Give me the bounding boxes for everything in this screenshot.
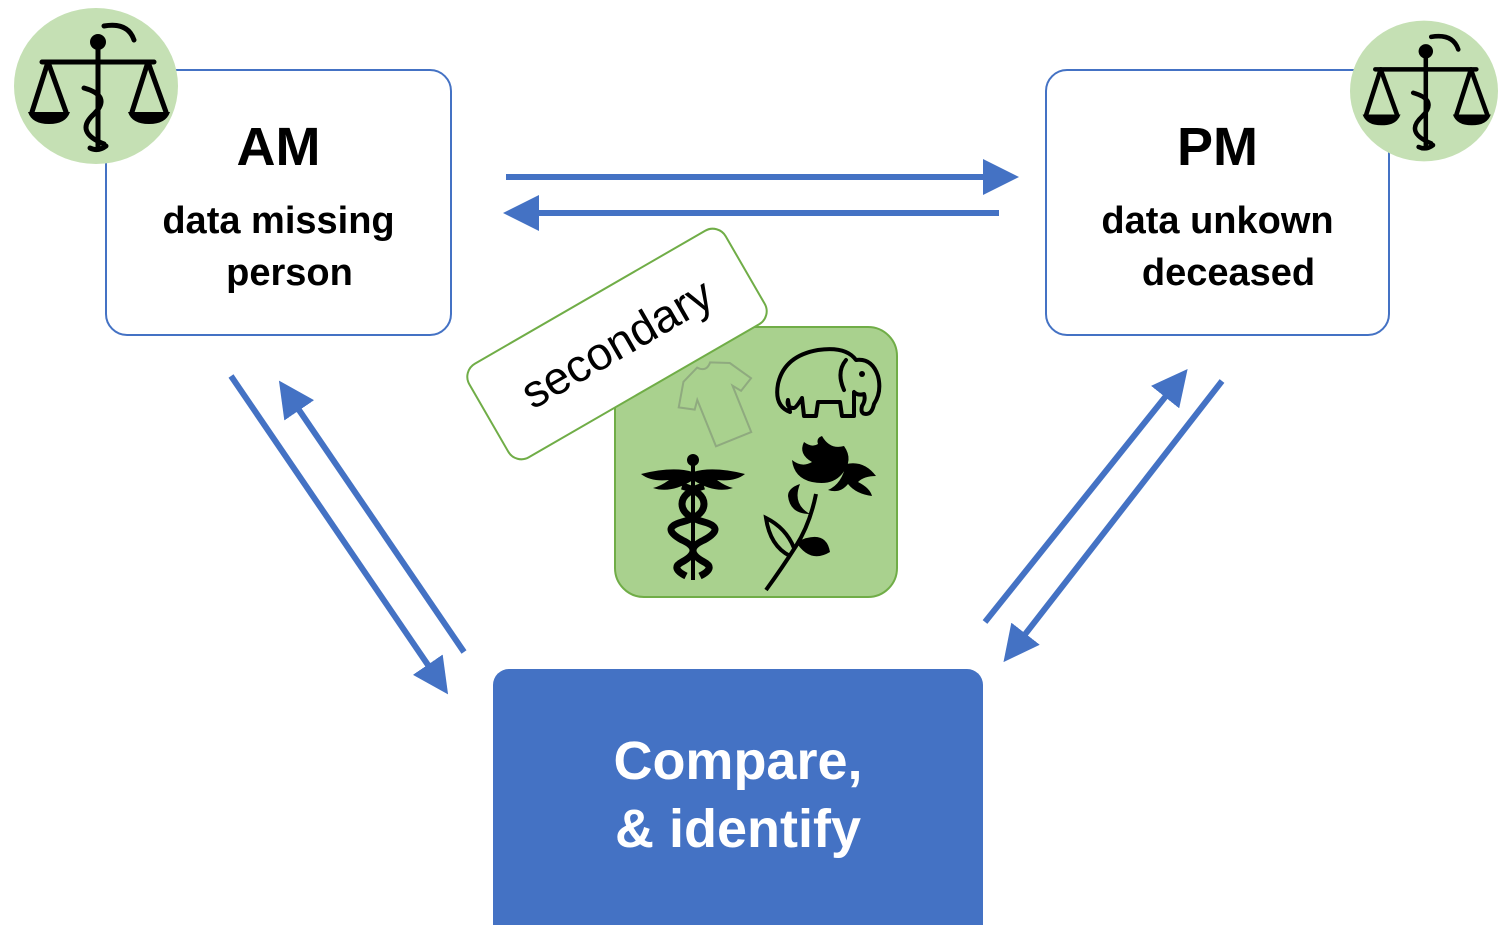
arrow-compare-to-am (278, 380, 467, 654)
arrow-pm-to-compare (1003, 379, 1225, 663)
elephant-icon (775, 347, 882, 418)
pm-subtitle-line2: deceased (1141, 252, 1316, 294)
tshirt-icon (677, 361, 753, 448)
am-subtitle-line1: data missing (162, 200, 395, 242)
caduceus-icon (641, 454, 745, 580)
pm-subtitle-line1: data unkown (1101, 200, 1334, 242)
pm-subtitle: data unkown deceased (1047, 195, 1388, 299)
forensic-scales-icon (1350, 20, 1498, 162)
forensic-scales-icon (14, 8, 178, 164)
rose-icon (763, 436, 876, 592)
arrow-compare-to-pm (982, 368, 1188, 624)
compare-line2: & identify (614, 799, 861, 859)
pm-data-box: PM data unkown deceased (1045, 69, 1390, 336)
pm-title: PM (1177, 117, 1258, 177)
compare-identify-box: Compare, & identify (493, 669, 983, 925)
am-subtitle: data missing person (107, 195, 450, 299)
arrow-am-to-compare (228, 374, 449, 695)
compare-line1: Compare, (613, 731, 863, 791)
am-subtitle-line2: person (226, 252, 353, 294)
am-title: AM (236, 117, 321, 177)
